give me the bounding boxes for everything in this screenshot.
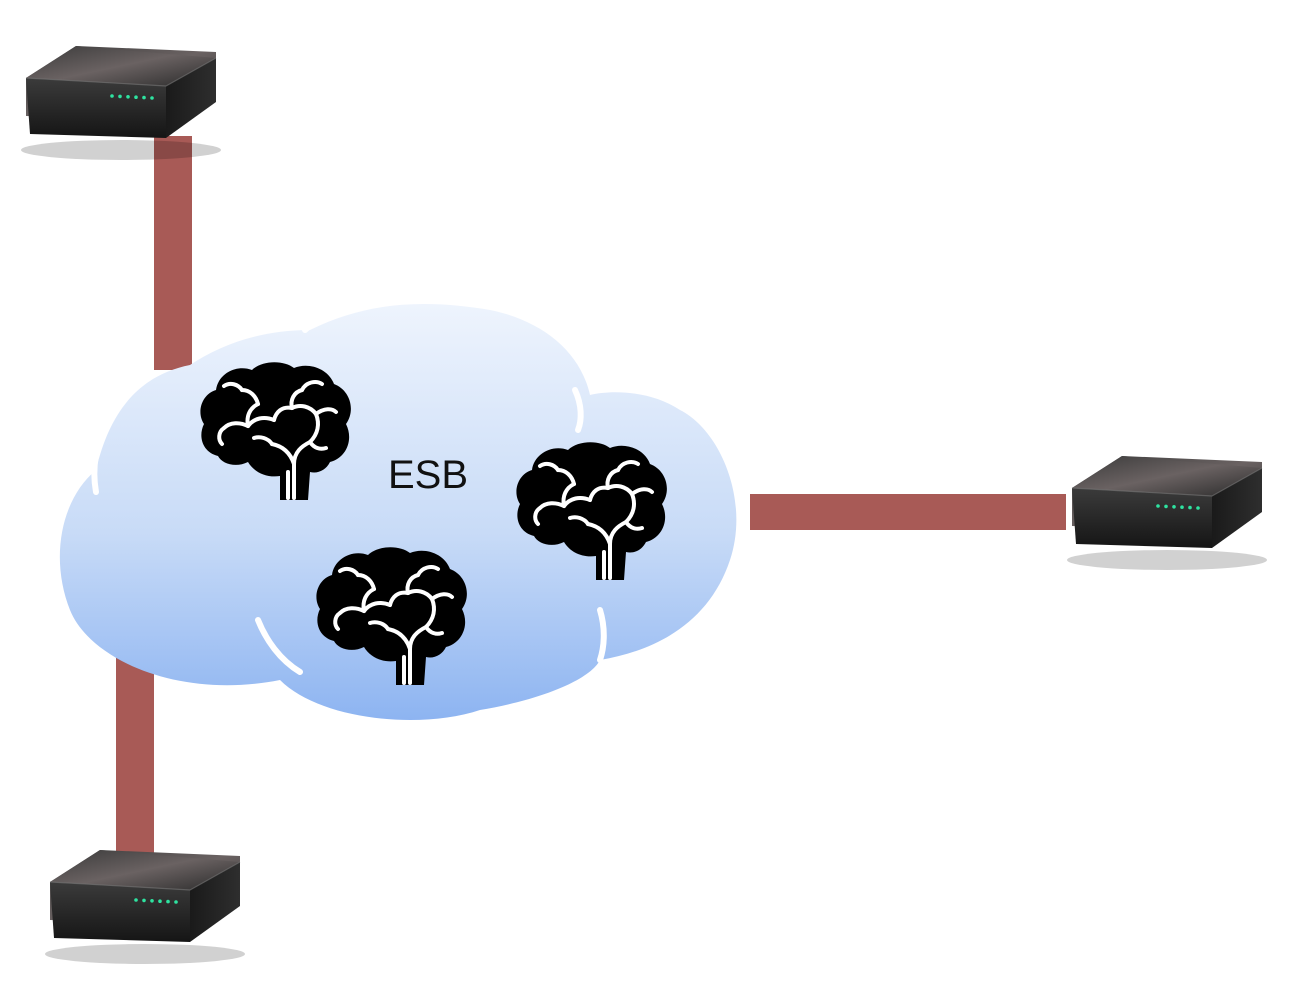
connector-right [750, 494, 1066, 530]
network-device-icon [44, 849, 246, 965]
esb-label: ESB [388, 453, 468, 497]
network-device-icon [20, 45, 222, 161]
network-device-icon [1066, 455, 1268, 571]
connector-bottom-left [116, 648, 154, 870]
connector-top-left [154, 136, 192, 370]
